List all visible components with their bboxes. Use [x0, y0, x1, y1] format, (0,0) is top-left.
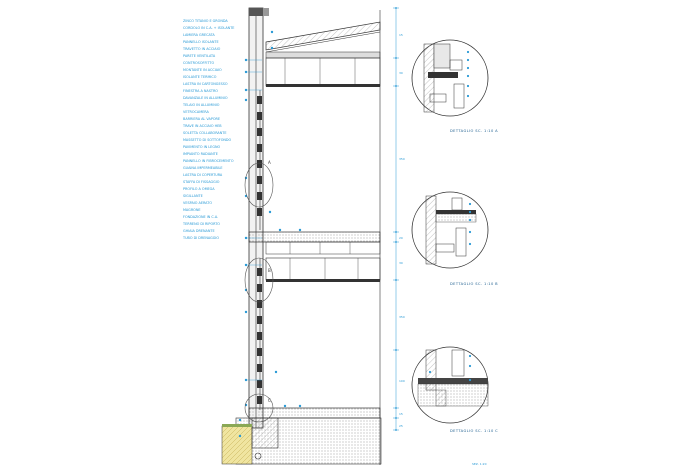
detail-caption-c: DETTAGLIO SC. 1:10 C	[450, 429, 498, 433]
dim-label: 100	[399, 379, 405, 383]
detail-caption-b: DETTAGLIO SC. 1:10 B	[450, 282, 498, 286]
dim-label: 15	[399, 33, 403, 37]
annotation: CONTROSOFFITTO	[183, 61, 214, 65]
dim-label: 30	[399, 261, 403, 265]
annotation: IMPIANTO RADIANTE	[183, 152, 218, 156]
dim-label: 15	[399, 412, 403, 416]
dim-label: 20	[399, 236, 403, 240]
annotation: PROFILO A OMEGA	[183, 187, 215, 191]
annotation: PAVIMENTO IN LEGNO	[183, 145, 220, 149]
annotation: TRAVETTO IN ACCIAIO	[182, 47, 221, 51]
annotation: PANNELLO IN FIBROCEMENTO	[183, 159, 234, 163]
detail-callouts	[244, 162, 274, 423]
annotation: LASTRA DI COPERTURA	[183, 173, 223, 177]
dim-label: 25	[399, 424, 403, 428]
annotation: MAGRONE	[183, 208, 201, 212]
annotation: LAMIERA GRECATA	[183, 33, 215, 37]
annotation: DAVANZALE IN ALLUMINIO	[183, 96, 228, 100]
annotation: VESPAIO AERATO	[183, 201, 212, 205]
main-wall-section	[221, 7, 382, 465]
annotation: GHIAIA DRENANTE	[183, 229, 215, 233]
annotation: MONTANTE IN ACCIAIO	[183, 68, 222, 72]
section-mark-a: A	[268, 160, 271, 165]
annotation: STAFFA DI FISSAGGIO	[183, 180, 220, 184]
annotation: SOLETTA COLLABORANTE	[183, 131, 227, 135]
section-mark-c: C	[268, 398, 271, 403]
annotation: FINESTRA A NASTRO	[183, 89, 218, 93]
annotation: TRAVE IN ACCIAIO HEB	[182, 124, 222, 128]
annotation-list: ZINCO TITANIO E GRONDA CORDOLO IN C.A. +…	[182, 19, 234, 240]
dim-label: 350	[399, 157, 405, 161]
annotation: LASTRA IN CARTONGESSO	[183, 82, 228, 86]
annotation: PANNELLO ISOLANTE	[183, 40, 219, 44]
annotation: ISOLANTE TERMICO	[183, 75, 217, 79]
drawing-scale-label: SEZ. 1:20	[472, 462, 487, 466]
annotation: PARETE VENTILATA	[183, 54, 216, 58]
annotation: ZINCO TITANIO E GRONDA	[183, 19, 228, 23]
detail-b: DETTAGLIO SC. 1:10 B	[411, 191, 498, 286]
annotation: SIGILLANTE	[183, 194, 203, 198]
annotation: TELAIO IN ALLUMINIO	[182, 103, 220, 107]
dimension-line: 15 30 350 20 30 350 100 15 25	[393, 7, 405, 431]
annotation: GUAINA IMPERMEABILE	[183, 166, 223, 170]
annotation: BARRIERA AL VAPORE	[183, 117, 220, 121]
annotation: FONDAZIONE IN C.A.	[183, 215, 218, 219]
detail-caption-a: DETTAGLIO SC. 1:10 A	[450, 129, 498, 133]
annotation: TERRENO DI RIPORTO	[182, 222, 220, 226]
section-mark-b: B	[268, 268, 271, 273]
detail-a: DETTAGLIO SC. 1:10 A	[411, 39, 498, 133]
annotation: MASSETTO DI SOTTOFONDO	[183, 138, 232, 142]
annotation: VETROCAMERA	[183, 110, 210, 114]
dim-label: 30	[399, 71, 403, 75]
dim-label: 350	[399, 315, 405, 319]
detail-c: DETTAGLIO SC. 1:10 C	[411, 346, 498, 433]
annotation: TUBO DI DRENAGGIO	[182, 236, 219, 240]
annotation: CORDOLO IN C.A. + ISOLANTE	[183, 26, 234, 30]
